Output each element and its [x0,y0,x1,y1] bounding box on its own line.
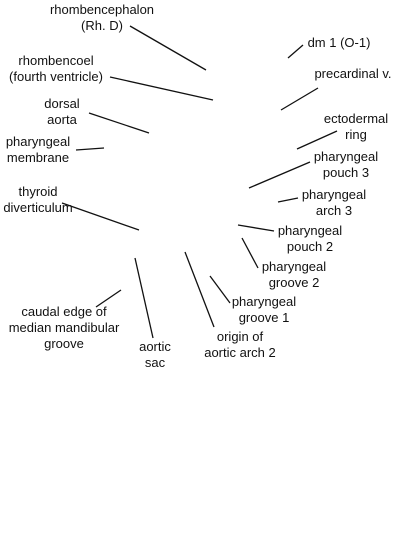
label-dorsal-aorta: dorsal aorta [44,96,80,127]
label-thyroid-diverticulum: thyroid diverticulum [3,184,73,215]
leader-line-ectodermal-ring [296,130,338,150]
leader-line-pharyngeal-pouch-2 [237,224,275,232]
label-rhombencephalon: rhombencephalon (Rh. D) [49,2,155,33]
leader-line-rhombencoel [109,76,214,101]
leader-line-origin-aortic-arch-2 [184,251,215,328]
label-pharyngeal-groove-2: pharyngeal groove 2 [261,259,327,290]
leader-line-pharyngeal-pouch-3 [248,161,311,189]
label-dm1: dm 1 (O-1) [307,35,371,50]
label-origin-aortic-arch-2: origin of aortic arch 2 [204,329,276,360]
label-aortic-sac: aortic sac [139,339,171,370]
label-ectodermal-ring: ectodermal ring [323,111,389,142]
label-rhombencoel: rhombencoel (fourth ventricle) [9,53,103,84]
leader-line-thyroid-diverticulum [61,202,140,231]
label-pharyngeal-groove-1: pharyngeal groove 1 [231,294,297,325]
label-pharyngeal-pouch-2: pharyngeal pouch 2 [277,223,343,254]
leader-line-aortic-sac [134,257,154,339]
leader-line-pharyngeal-groove-1 [209,275,231,304]
leader-line-pharyngeal-groove-2 [241,237,259,269]
label-pharyngeal-pouch-3: pharyngeal pouch 3 [313,149,379,180]
leader-line-rhombencephalon [129,25,207,71]
leader-line-caudal-edge [95,289,122,308]
label-pharyngeal-membrane: pharyngeal membrane [5,134,71,165]
leader-line-pharyngeal-arch-3 [277,197,299,203]
label-pharyngeal-arch-3: pharyngeal arch 3 [301,187,367,218]
leader-line-pharyngeal-membrane [75,147,105,151]
label-precardinal-v: precardinal v. [314,66,392,81]
leader-line-precardinal-v [280,87,319,111]
leader-line-dorsal-aorta [88,112,150,134]
label-caudal-edge: caudal edge of median mandibular groove [8,304,120,351]
leader-line-dm1 [287,44,304,59]
